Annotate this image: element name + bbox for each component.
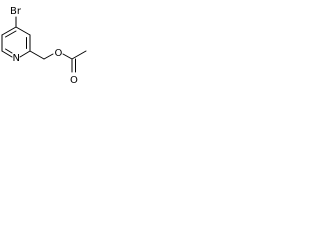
bond-c2-ch2 <box>29 50 45 60</box>
bond-group <box>1 16 87 73</box>
atom-ring-nitrogen: N <box>13 53 20 64</box>
atom-ester-oxygen: O <box>55 48 63 59</box>
bond-ch2-o <box>43 53 54 60</box>
bond-c5-c4 <box>1 26 17 36</box>
atom-carbonyl-oxygen: O <box>70 75 78 86</box>
atom-label-group: Br N O O <box>10 6 78 86</box>
bond-o-c <box>62 53 73 60</box>
bond-c5-c4-inner <box>5 30 17 38</box>
bond-c-ch3 <box>71 50 87 60</box>
bond-n-c6 <box>1 50 13 58</box>
bond-c4-c3 <box>15 26 31 36</box>
chemical-structure-diagram: Br N O O <box>1 6 87 86</box>
bond-n-c6-inner <box>5 48 13 54</box>
atom-bromine: Br <box>10 6 22 17</box>
bond-c2-n <box>19 50 31 58</box>
